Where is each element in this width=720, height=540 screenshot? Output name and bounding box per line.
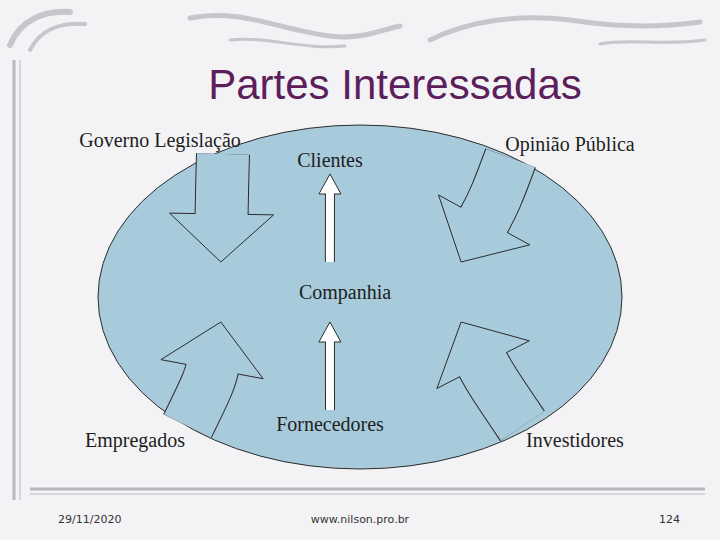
node-label: Fornecedores (276, 413, 384, 436)
arrow-shaft (482, 363, 522, 426)
frame-line (20, 60, 21, 500)
swoosh (600, 40, 705, 44)
stakeholder-arrow (161, 322, 263, 426)
node-label: Companhia (299, 281, 391, 304)
footer-label: 124 (620, 513, 680, 526)
footer-label: www.nilson.pro.br (290, 513, 430, 526)
footer-label: 29/11/2020 (58, 513, 148, 526)
stakeholder-arrow (319, 174, 341, 262)
swoosh (230, 39, 345, 46)
stakeholder-arrow (319, 322, 341, 410)
stakeholder-node: Governo Legislação (55, 126, 265, 154)
company-ellipse (98, 125, 622, 469)
node-label: Governo Legislação (79, 129, 241, 152)
stakeholder-arrow (437, 322, 529, 426)
arrow-shaft (326, 340, 334, 410)
arrow-shaft-outline (325, 340, 335, 410)
arrow-head (170, 213, 274, 262)
swoosh (190, 15, 400, 36)
top-swooshes (10, 12, 705, 50)
company-node: Companhia (210, 262, 480, 322)
arrow-head (319, 174, 341, 194)
stakeholder-node: Empregados (60, 426, 210, 454)
stakeholder-node: Investidores (500, 426, 650, 454)
swoosh (430, 18, 700, 40)
stakeholder-node: Opinião Pública (480, 130, 660, 158)
frame-line (13, 60, 16, 500)
arrow-shaft-outline (483, 158, 510, 222)
arrow-head (319, 322, 341, 342)
stakeholder-node: Clientes (285, 146, 375, 174)
arrow-shaft-outline (482, 363, 522, 426)
stakeholder-node: Fornecedores (260, 410, 400, 438)
swoosh (10, 12, 70, 45)
arrow-shaft-outline (188, 367, 213, 426)
node-label: Empregados (85, 429, 185, 452)
node-label: Opinião Pública (505, 133, 634, 156)
frame-line (30, 488, 705, 491)
stakeholder-arrow (439, 158, 530, 262)
arrow-shaft (188, 367, 213, 426)
arrow-shaft (222, 154, 223, 216)
node-label: Clientes (297, 149, 363, 172)
frame-line (30, 494, 705, 495)
stakeholder-arrow (170, 154, 274, 262)
node-label: Investidores (526, 429, 624, 452)
swoosh (30, 24, 85, 50)
frame-lines (14, 60, 705, 500)
arrow-shaft (326, 192, 334, 262)
arrow-shaft-outline (222, 154, 223, 216)
arrow-shaft (483, 158, 510, 222)
arrow-shaft-outline (325, 192, 335, 262)
slide-title: Partes Interessadas (195, 64, 595, 106)
